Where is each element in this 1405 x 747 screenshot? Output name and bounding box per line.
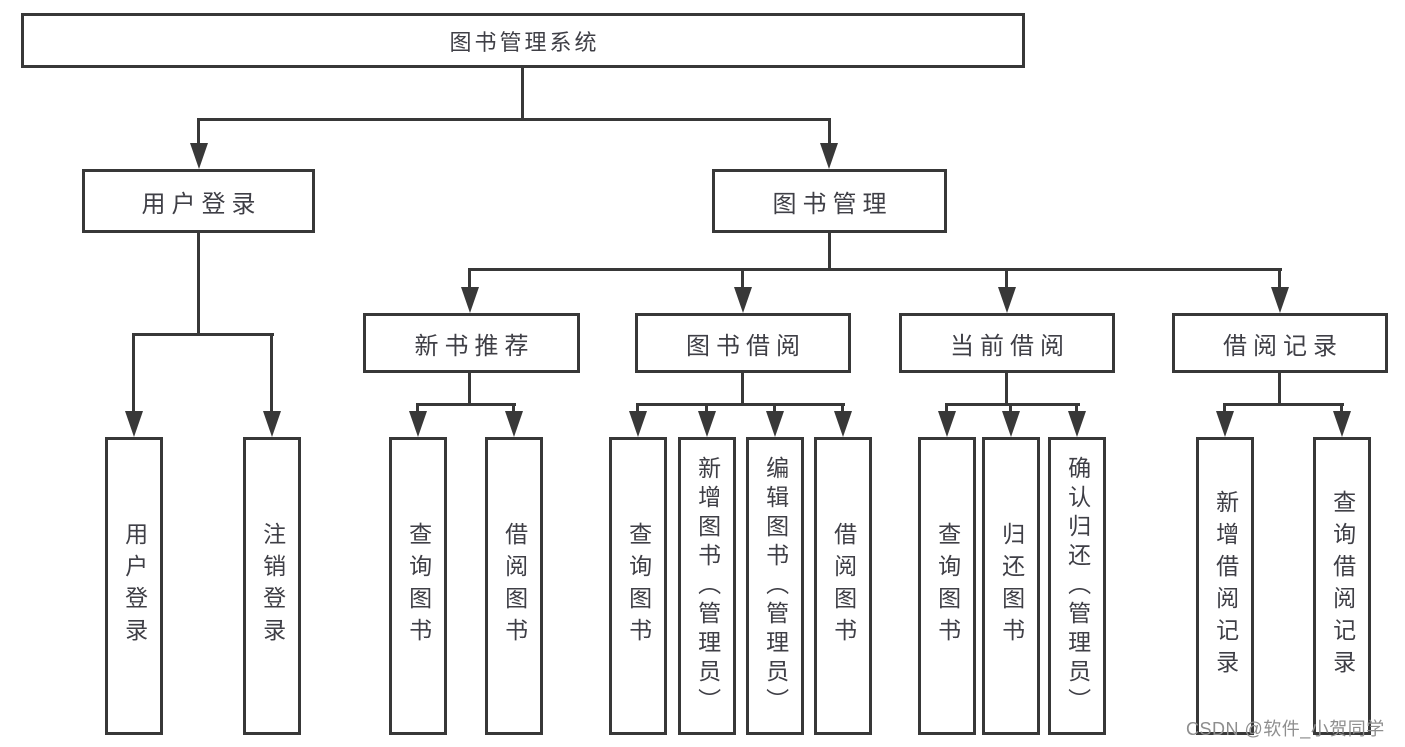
node-new-book-recommend-label: 新书推荐 bbox=[414, 332, 535, 360]
connector-line bbox=[1005, 270, 1008, 287]
node-book-management-label: 图书管理 bbox=[772, 190, 893, 218]
connector-line bbox=[741, 373, 744, 406]
leaf-add-borrow-record-label: 新增借阅记录 bbox=[1212, 490, 1239, 682]
leaf-borrow-query-books: 查询图书 bbox=[609, 437, 667, 735]
leaf-query-borrow-record: 查询借阅记录 bbox=[1313, 437, 1371, 735]
arrow-down-icon bbox=[629, 411, 647, 437]
leaf-logout-label: 注销登录 bbox=[259, 522, 286, 650]
leaf-return-books-label: 归还图书 bbox=[998, 522, 1025, 650]
arrow-down-icon bbox=[125, 411, 143, 437]
connector-line bbox=[521, 68, 524, 121]
connector-line bbox=[945, 406, 948, 412]
leaf-query-borrow-record-label: 查询借阅记录 bbox=[1329, 490, 1356, 682]
leaf-current-query-books-label: 查询图书 bbox=[934, 522, 961, 650]
leaf-borrow-books-2-label: 借阅图书 bbox=[830, 522, 857, 650]
node-user-login: 用户登录 bbox=[82, 169, 315, 233]
arrow-down-icon bbox=[190, 143, 208, 169]
node-book-management: 图书管理 bbox=[712, 169, 947, 233]
arrow-down-icon bbox=[505, 411, 523, 437]
connector-line bbox=[1009, 406, 1012, 412]
node-current-borrow-label: 当前借阅 bbox=[950, 332, 1070, 360]
connector-line bbox=[197, 118, 831, 121]
node-borrow-records-label: 借阅记录 bbox=[1223, 332, 1343, 360]
connector-line bbox=[512, 406, 515, 412]
leaf-return-books: 归还图书 bbox=[982, 437, 1040, 735]
connector-line bbox=[468, 268, 1282, 271]
connector-line bbox=[197, 233, 200, 336]
node-current-borrow: 当前借阅 bbox=[899, 313, 1115, 373]
node-user-login-label: 用户登录 bbox=[141, 190, 262, 218]
connector-line bbox=[1340, 406, 1343, 412]
connector-line bbox=[841, 406, 844, 412]
leaf-borrow-books-label: 借阅图书 bbox=[501, 522, 528, 650]
arrow-down-icon bbox=[263, 411, 281, 437]
arrow-down-icon bbox=[1216, 411, 1234, 437]
connector-line bbox=[416, 406, 419, 412]
arrow-down-icon bbox=[998, 287, 1016, 313]
connector-line bbox=[636, 403, 845, 406]
connector-line bbox=[1278, 270, 1281, 287]
arrow-down-icon bbox=[461, 287, 479, 313]
leaf-edit-books-admin: 编辑图书（管理员） bbox=[746, 437, 804, 735]
connector-line bbox=[773, 406, 776, 412]
leaf-query-books: 查询图书 bbox=[389, 437, 447, 735]
connector-line bbox=[1223, 406, 1226, 412]
leaf-add-books-admin: 新增图书（管理员） bbox=[678, 437, 736, 735]
connector-line bbox=[468, 373, 471, 406]
node-borrow-records: 借阅记录 bbox=[1172, 313, 1388, 373]
leaf-borrow-books: 借阅图书 bbox=[485, 437, 543, 735]
node-root: 图书管理系统 bbox=[21, 13, 1025, 68]
arrow-down-icon bbox=[1271, 287, 1289, 313]
node-book-borrow-label: 图书借阅 bbox=[686, 332, 806, 360]
leaf-current-query-books: 查询图书 bbox=[918, 437, 976, 735]
connector-line bbox=[1278, 373, 1281, 406]
leaf-add-books-admin-label: 新增图书（管理员） bbox=[694, 455, 721, 717]
connector-line bbox=[741, 270, 744, 287]
connector-line bbox=[705, 406, 708, 412]
connector-line bbox=[132, 333, 274, 336]
leaf-borrow-books-2: 借阅图书 bbox=[814, 437, 872, 735]
connector-line bbox=[1223, 403, 1344, 406]
arrow-down-icon bbox=[820, 143, 838, 169]
node-new-book-recommend: 新书推荐 bbox=[363, 313, 580, 373]
arrow-down-icon bbox=[1002, 411, 1020, 437]
connector-line bbox=[636, 406, 639, 412]
leaf-confirm-return-admin: 确认归还（管理员） bbox=[1048, 437, 1106, 735]
leaf-user-login: 用户登录 bbox=[105, 437, 163, 735]
arrow-down-icon bbox=[938, 411, 956, 437]
arrow-down-icon bbox=[1068, 411, 1086, 437]
connector-line bbox=[828, 233, 831, 271]
leaf-user-login-label: 用户登录 bbox=[121, 522, 148, 650]
arrow-down-icon bbox=[698, 411, 716, 437]
connector-line bbox=[197, 120, 200, 145]
connector-line bbox=[828, 120, 831, 145]
connector-line bbox=[132, 335, 135, 412]
arrow-down-icon bbox=[766, 411, 784, 437]
leaf-confirm-return-admin-label: 确认归还（管理员） bbox=[1064, 455, 1091, 717]
leaf-add-borrow-record: 新增借阅记录 bbox=[1196, 437, 1254, 735]
arrow-down-icon bbox=[1333, 411, 1351, 437]
arrow-down-icon bbox=[734, 287, 752, 313]
node-book-borrow: 图书借阅 bbox=[635, 313, 851, 373]
arrow-down-icon bbox=[409, 411, 427, 437]
connector-line bbox=[270, 335, 273, 412]
leaf-query-books-label: 查询图书 bbox=[405, 522, 432, 650]
leaf-borrow-query-books-label: 查询图书 bbox=[625, 522, 652, 650]
connector-line bbox=[416, 403, 516, 406]
node-root-label: 图书管理系统 bbox=[449, 29, 600, 55]
connector-line bbox=[1075, 406, 1078, 412]
connector-line bbox=[945, 403, 1080, 406]
leaf-edit-books-admin-label: 编辑图书（管理员） bbox=[762, 455, 789, 717]
connector-line bbox=[1005, 373, 1008, 406]
leaf-logout: 注销登录 bbox=[243, 437, 301, 735]
arrow-down-icon bbox=[834, 411, 852, 437]
watermark: CSDN @软件_小贺同学 bbox=[1186, 719, 1385, 739]
connector-line bbox=[468, 270, 471, 287]
